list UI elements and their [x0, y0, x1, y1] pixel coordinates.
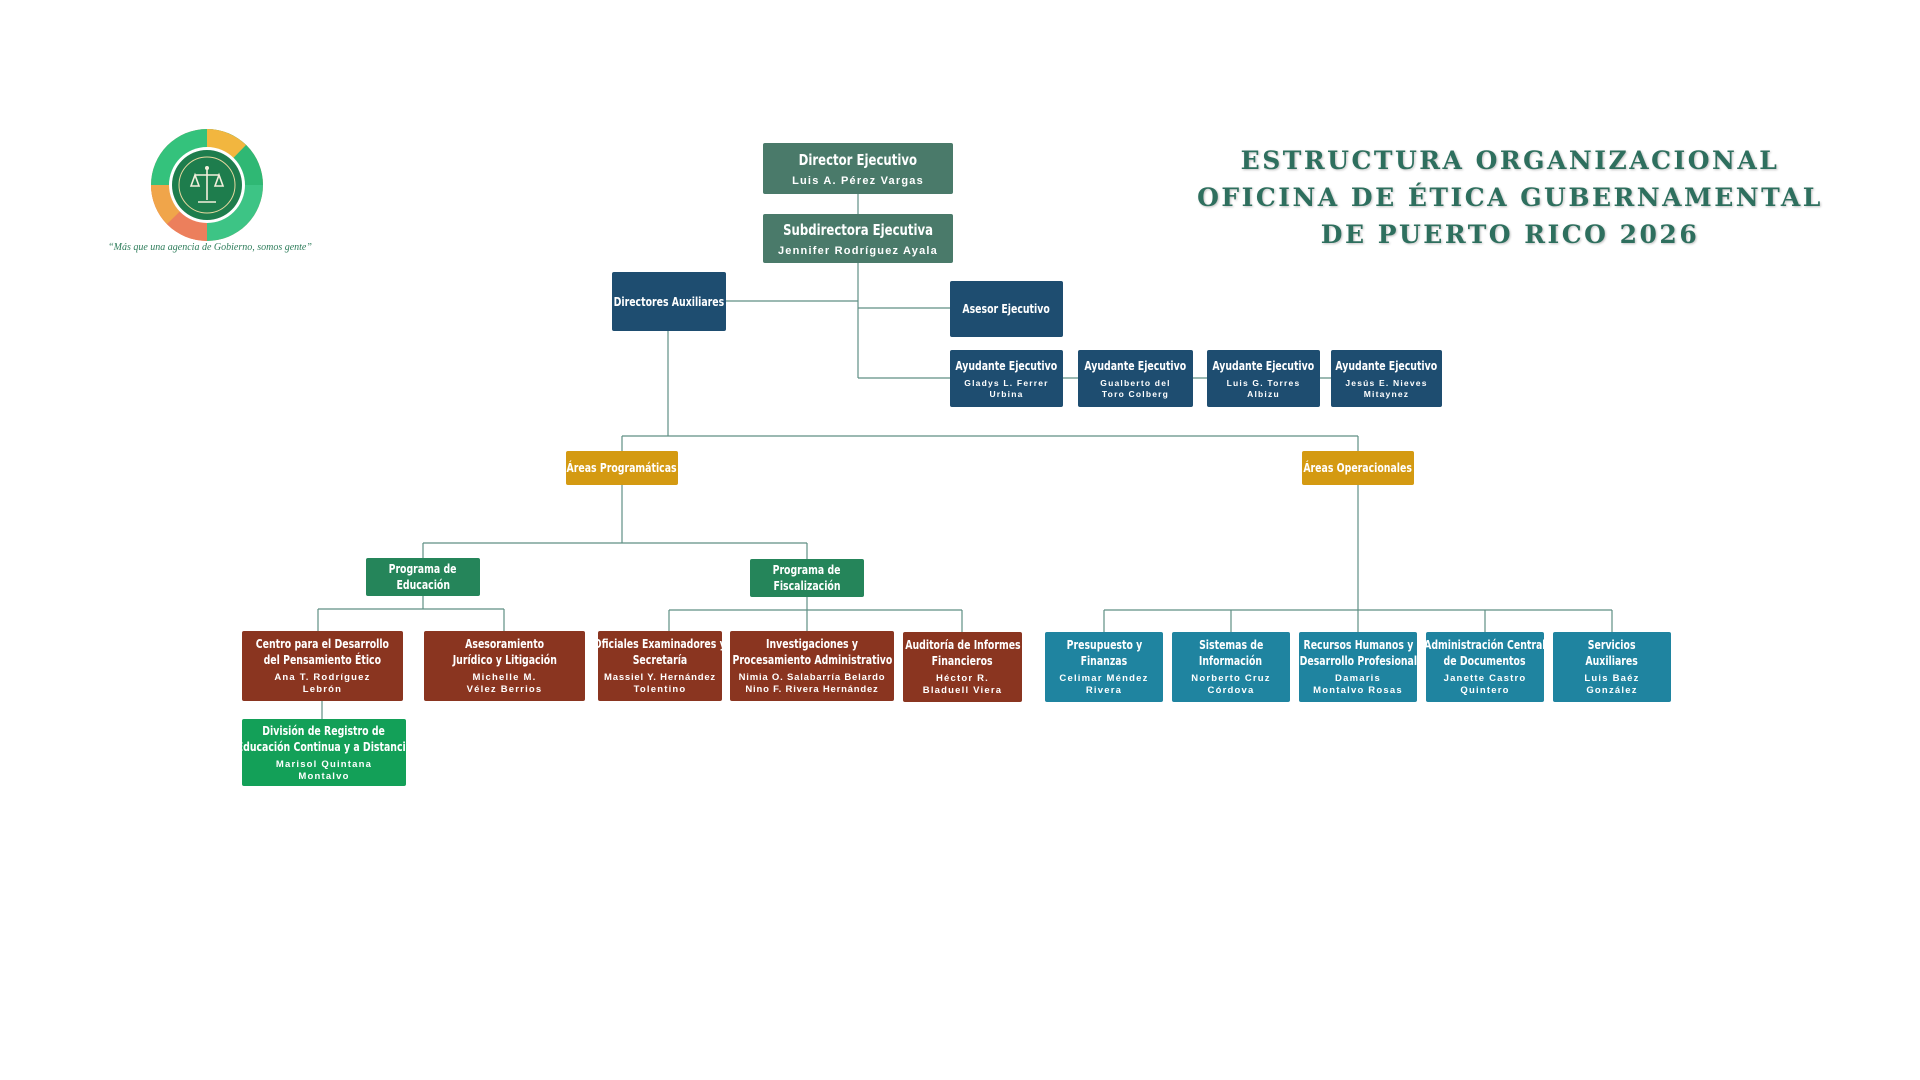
node-areas-operacionales: Áreas Operacionales	[1302, 451, 1414, 485]
node-ayudante-ejecutivo: Ayudante Ejecutivo Luis G. Torres Albizu	[1207, 350, 1320, 407]
node-investigaciones-procesamiento: Investigaciones y Procesamiento Administ…	[730, 631, 894, 701]
logo-tagline: “Más que una agencia de Gobierno, somos …	[108, 242, 312, 253]
node-directores-auxiliares: Directores Auxiliares	[612, 272, 726, 331]
node-servicios-auxiliares: Servicios Auxiliares Luis Baéz González	[1553, 632, 1671, 702]
title-line-1: ESTRUCTURA ORGANIZACIONAL	[1240, 146, 1780, 175]
node-programa-fiscalizacion: Programa de Fiscalización	[750, 559, 864, 597]
line-prog-drops	[422, 543, 808, 559]
node-subdirectora-ejecutiva: Subdirectora Ejecutiva Jennifer Rodrígue…	[763, 214, 953, 263]
line-educ-drops	[317, 609, 505, 631]
node-presupuesto-finanzas: Presupuesto y Finanzas Celimar Méndez Ri…	[1045, 632, 1163, 702]
node-sistemas-informacion: Sistemas de Información Norberto Cruz Có…	[1172, 632, 1290, 702]
node-auditoria-informes: Auditoría de Informes Financieros Héctor…	[903, 632, 1022, 702]
node-director-ejecutivo: Director Ejecutivo Luis A. Pérez Vargas	[763, 143, 953, 194]
title-line-2: OFICINA DE ÉTICA GUBERNAMENTAL	[1197, 183, 1823, 212]
line-fisc-drops	[668, 610, 963, 632]
node-ayudante-ejecutivo: Ayudante Ejecutivo Gualberto del Toro Co…	[1078, 350, 1193, 407]
node-division-registro: División de Registro de Educación Contin…	[236, 719, 412, 786]
node-oficiales-examinadores: Oficiales Examinadores y Secretaría Mass…	[594, 631, 726, 701]
node-recursos-humanos: Recursos Humanos y Desarrollo Profesiona…	[1299, 632, 1417, 702]
line-areas-drops	[621, 436, 1359, 451]
node-areas-programaticas: Áreas Programáticas	[566, 451, 678, 485]
line-oper-drops	[1103, 610, 1613, 632]
node-asesor-ejecutivo: Asesor Ejecutivo	[950, 281, 1063, 337]
node-administracion-documentos: Administración Central de Documentos Jan…	[1424, 632, 1546, 702]
chart-title: ESTRUCTURA ORGANIZACIONAL OFICINA DE ÉTI…	[1185, 142, 1835, 253]
node-asesoramiento-juridico: Asesoramiento Jurídico y Litigación Mich…	[424, 631, 585, 701]
node-ayudante-ejecutivo: Ayudante Ejecutivo Jesús E. Nieves Mitay…	[1331, 350, 1442, 407]
agency-seal-logo	[151, 129, 263, 241]
node-ayudante-ejecutivo: Ayudante Ejecutivo Gladys L. Ferrer Urbi…	[950, 350, 1063, 407]
title-line-3: DE PUERTO RICO 2026	[1320, 220, 1700, 249]
node-programa-educacion: Programa de Educación	[366, 558, 480, 596]
node-centro-pensamiento-etico: Centro para el Desarrollo del Pensamient…	[242, 631, 403, 701]
